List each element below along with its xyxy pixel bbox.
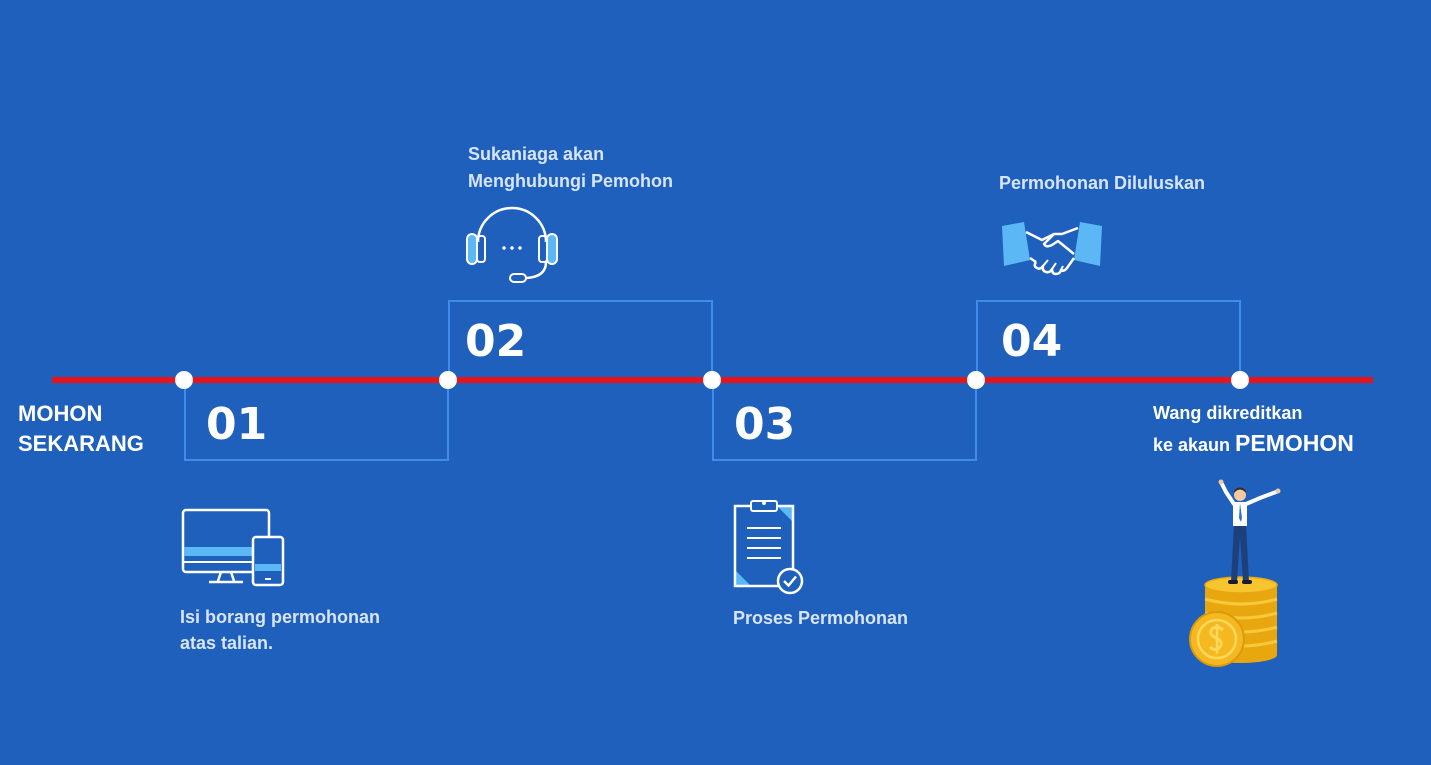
devices-icon — [181, 508, 289, 588]
step-caption-03: Proses Permohonan — [733, 605, 908, 631]
step-caption-01-line2: atas talian. — [180, 633, 274, 653]
step-number-03: 03 — [734, 399, 796, 450]
step-caption-01: Isi borang permohonan atas talian. — [180, 604, 380, 656]
handshake-icon — [1000, 220, 1104, 280]
apply-now-line2: SEKARANG — [18, 431, 144, 456]
step-number-02: 02 — [465, 316, 527, 367]
timeline-dot-4 — [967, 371, 985, 389]
apply-now-label: MOHON SEKARANG — [18, 399, 144, 459]
timeline-dot-2 — [439, 371, 457, 389]
step-caption-03-line1: Proses Permohonan — [733, 608, 909, 628]
apply-now-line1: MOHON — [18, 401, 103, 426]
step-caption-02-line1: Sukaniaga akan — [468, 144, 605, 164]
timeline-dot-5 — [1231, 371, 1249, 389]
step-number-04: 04 — [1001, 316, 1063, 367]
step-caption-02-line2: Menghubungi Pemohon — [468, 171, 673, 191]
step-caption-02: Sukaniaga akan Menghubungi Pemohon — [468, 141, 673, 195]
clipboard-check-icon — [731, 498, 807, 598]
final-caption-line1: Wang dikreditkan — [1153, 403, 1303, 423]
final-caption: Wang dikreditkan ke akaun PEMOHON — [1153, 398, 1354, 460]
final-caption-emphasis: PEMOHON — [1235, 430, 1354, 456]
headset-icon — [464, 200, 560, 288]
final-caption-line2: ke akaun PEMOHON — [1153, 428, 1354, 460]
timeline-dot-3 — [703, 371, 721, 389]
final-caption-prefix: ke akaun — [1153, 435, 1236, 455]
step-number-01: 01 — [206, 399, 268, 450]
timeline-dot-1 — [175, 371, 193, 389]
step-caption-04-line1: Permohonan Diluluskan — [999, 173, 1206, 193]
step-caption-04: Permohonan Diluluskan — [999, 170, 1205, 197]
step-caption-01-line1: Isi borang permohonan — [180, 607, 381, 627]
man-on-coins-icon — [1186, 478, 1286, 672]
